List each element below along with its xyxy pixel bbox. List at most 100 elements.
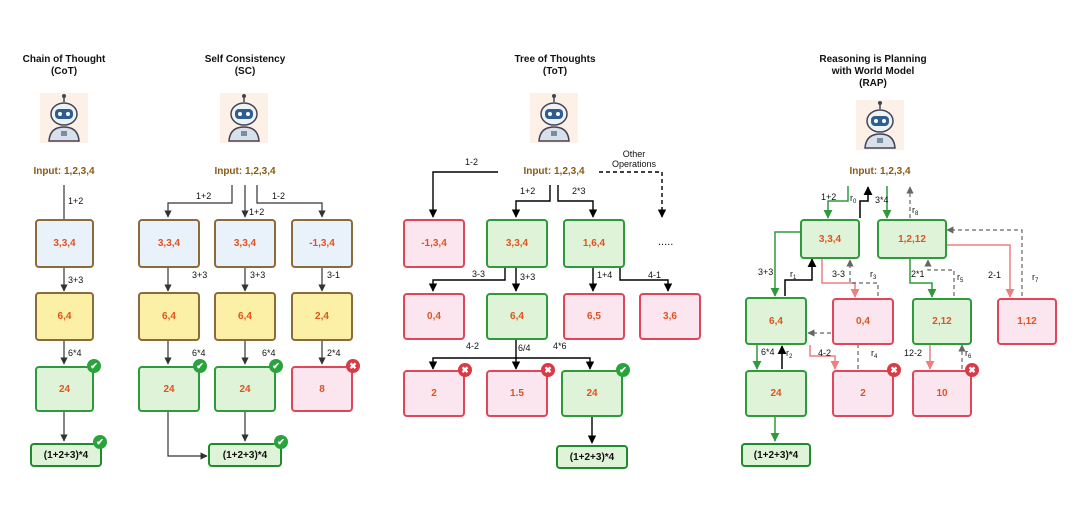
reward-label: r0: [850, 193, 857, 205]
reward-index: 4: [874, 354, 878, 360]
input-label: Input: 1,2,3,4: [849, 166, 911, 177]
tot-node: 1,6,4: [563, 219, 625, 268]
rap-node: 2,12: [912, 298, 972, 345]
reward-label: r7: [1032, 272, 1039, 284]
input-label: Input: 1,2,3,4: [214, 166, 276, 177]
title-sc: Self Consistency (SC): [204, 54, 286, 77]
edge-label: 2-1: [988, 270, 1002, 280]
edge-label: 1+2: [68, 196, 84, 206]
tot-node: 0,4: [403, 293, 465, 340]
edge: [511, 185, 551, 218]
edge-label: 2*3: [572, 186, 586, 196]
check-icon: ✔: [93, 435, 107, 449]
tot-node: 24: [561, 370, 623, 417]
title-tot: Tree of Thoughts (ToT): [514, 54, 596, 77]
reward-index: 2: [789, 354, 793, 360]
sc-node: -1,3,4: [291, 219, 353, 268]
edge: [164, 185, 233, 218]
robot-avatar-icon: [40, 93, 88, 143]
tot-node: 3,6: [639, 293, 701, 340]
edge-label: 2*4: [327, 348, 341, 358]
edge: [428, 171, 498, 218]
sc-node: 3,3,4: [214, 219, 276, 268]
edge-label: 1-2: [272, 191, 286, 201]
edge: [619, 268, 673, 292]
sc-node: 24: [214, 366, 276, 412]
cross-icon: ✖: [541, 363, 555, 377]
cross-icon: ✖: [965, 363, 979, 377]
edge: [946, 226, 1023, 296]
edge-label: 4-2: [818, 348, 832, 358]
input-label: Input: 1,2,3,4: [523, 166, 585, 177]
cross-icon: ✖: [458, 363, 472, 377]
robot-avatar-icon: [856, 100, 904, 150]
check-icon: ✔: [193, 359, 207, 373]
rap-node: 6,4: [745, 297, 807, 345]
edge: [599, 171, 667, 218]
reward-index: 7: [1035, 278, 1039, 284]
check-icon: ✔: [87, 359, 101, 373]
reward-label: r6: [965, 348, 972, 360]
edge-label: 3*4: [875, 195, 889, 205]
sc-node: 6,4: [214, 292, 276, 341]
sc-node: 8: [291, 366, 353, 412]
reward-label: r8: [912, 205, 919, 217]
sc-answer: (1+2+3)*4: [208, 443, 282, 467]
check-icon: ✔: [274, 435, 288, 449]
cross-icon: ✖: [887, 363, 901, 377]
rap-node: 1,12: [997, 298, 1057, 345]
edge-label: 4*6: [553, 341, 567, 351]
edge: [428, 268, 506, 292]
reward-index: 3: [873, 275, 877, 281]
reward-index: 1: [793, 275, 797, 281]
robot-avatar-icon: [220, 93, 268, 143]
reward-label: r1: [790, 269, 797, 281]
tot-node: 2: [403, 370, 465, 417]
edge-label: 1+2: [196, 191, 212, 201]
edge: [770, 231, 800, 297]
reward-index: 6: [968, 354, 972, 360]
edge: [909, 258, 937, 298]
edge: [924, 259, 955, 296]
tot-node: -1,3,4: [403, 219, 465, 268]
edge-label: 6*4: [192, 348, 206, 358]
edge: [557, 185, 598, 218]
edge-label: 1+2: [249, 207, 265, 217]
edge-label: 4-2: [466, 341, 480, 351]
edge: [256, 185, 326, 218]
edge: [516, 357, 595, 370]
check-icon: ✔: [616, 363, 630, 377]
cot-node: 3,3,4: [35, 219, 94, 268]
rap-node: 3,3,4: [800, 219, 860, 259]
tot-node: 6,4: [486, 293, 548, 340]
reward-index: 8: [915, 211, 919, 217]
edge-label: 3-3: [472, 269, 486, 279]
cot-node: 6,4: [35, 292, 94, 341]
title-cot: Chain of Thought (CoT): [22, 54, 106, 77]
sc-node: 24: [138, 366, 200, 412]
edge: [784, 258, 817, 296]
cross-icon: ✖: [346, 359, 360, 373]
edge-label: 3+3: [520, 272, 536, 282]
reward-label: r3: [870, 269, 877, 281]
robot-avatar-icon: [530, 93, 578, 143]
edge-label: 3+3: [758, 267, 774, 277]
edge-label: 1+2: [520, 186, 536, 196]
tot-more: .....: [658, 236, 674, 248]
rap-answer: (1+2+3)*4: [741, 443, 811, 467]
edge-label: 1+2: [821, 192, 837, 202]
cot-answer: (1+2+3)*4: [30, 443, 102, 467]
tot-node: 1.5: [486, 370, 548, 417]
edge-label: 3-3: [832, 269, 846, 279]
sc-node: 3,3,4: [138, 219, 200, 268]
sc-node: 2,4: [291, 292, 353, 341]
rap-node: 1,2,12: [877, 219, 947, 259]
edge-label: 3+3: [250, 270, 266, 280]
edge-label: 6*4: [68, 348, 82, 358]
tot-answer: (1+2+3)*4: [556, 445, 628, 469]
reward-index: 5: [960, 278, 964, 284]
edge-label: 6/4: [518, 343, 531, 353]
tot-node: 3,3,4: [486, 219, 548, 268]
edge-label: Other Operations: [612, 149, 657, 169]
